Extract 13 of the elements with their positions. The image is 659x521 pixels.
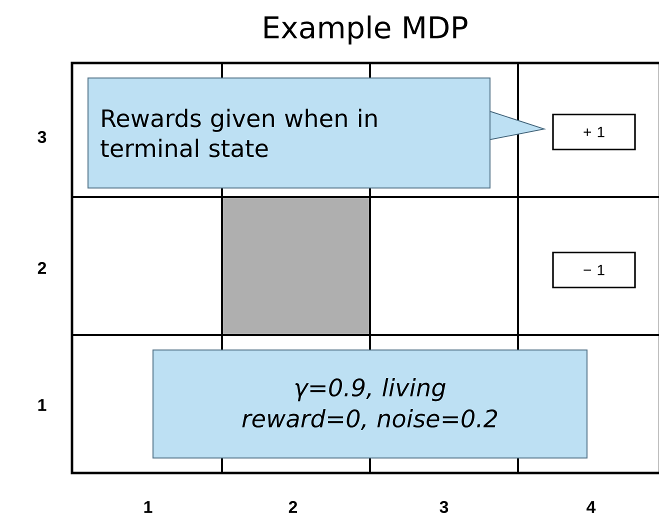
value-box: − 1 xyxy=(552,252,636,288)
row-number: 2 xyxy=(38,262,46,274)
callout-box: Rewards given when in terminal state xyxy=(88,78,490,188)
title: Example MDP xyxy=(264,15,468,45)
parameter-box: γ=0.9, living reward=0, noise=0.2 xyxy=(152,350,588,458)
column-number: 4 xyxy=(586,501,596,513)
callout-tail xyxy=(490,111,546,140)
column-number: 2 xyxy=(288,501,298,513)
column-number: 3 xyxy=(440,500,448,514)
row-number: 1 xyxy=(38,399,46,411)
column-number: 1 xyxy=(144,501,152,513)
row-number: 3 xyxy=(38,130,46,144)
value-box: + 1 xyxy=(552,114,636,150)
